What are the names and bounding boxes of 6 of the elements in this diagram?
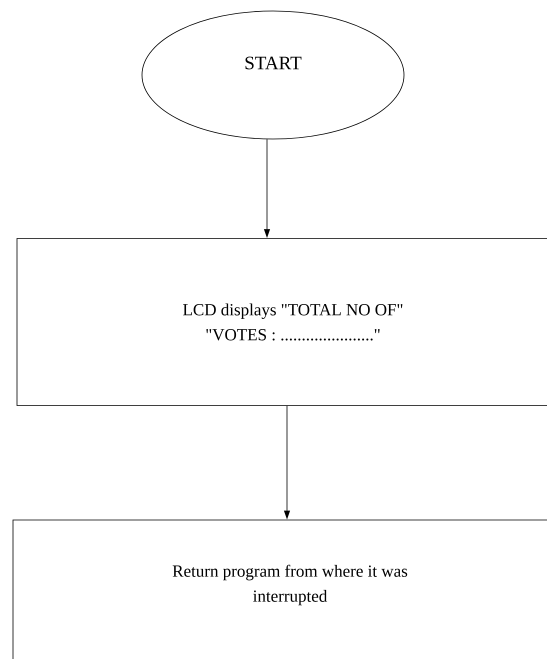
process-box [12,520,547,659]
process-box [16,238,547,406]
node-label: START [246,56,302,70]
node-label: LCD displays "TOTAL NO OF" "VOTES : ......................" [183,303,402,341]
start-ellipse [142,10,404,140]
node-label: Return program from where it was interrupted [172,564,408,606]
